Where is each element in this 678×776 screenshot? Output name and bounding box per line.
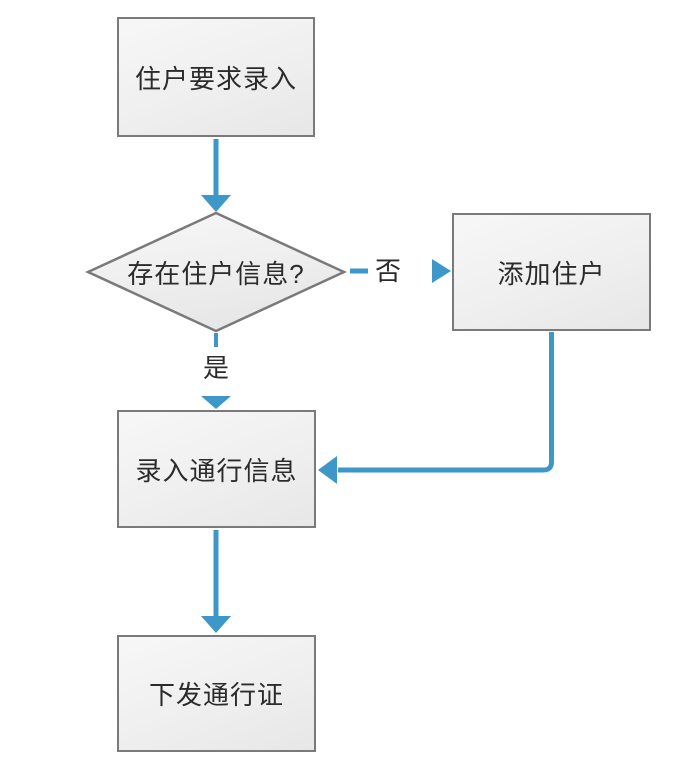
node-add-resident-label: 添加住户: [497, 258, 606, 289]
node-issue-pass: 下发通行证: [117, 635, 316, 752]
node-decision-label: 存在住户信息?: [127, 258, 305, 289]
node-issue-pass-label: 下发通行证: [148, 680, 284, 710]
decision-diamond-shape: [85, 211, 347, 333]
node-enter-pass-info-label: 录入通行信息: [135, 455, 298, 486]
node-decision: 存在住户信息?: [96, 256, 336, 289]
arrowhead-into-enter-top: [201, 396, 231, 409]
arrowhead-into-add: [432, 259, 451, 283]
node-add-resident: 添加住户: [452, 213, 651, 331]
edge-label-no: 否: [368, 256, 408, 286]
node-start: 住户要求录入: [117, 17, 315, 137]
node-enter-pass-info: 录入通行信息: [117, 410, 316, 528]
arrowhead-into-issue: [201, 616, 231, 633]
arrowhead-into-decision: [201, 195, 231, 212]
arrowhead-into-enter-right: [318, 456, 337, 484]
edge-add-to-enter: [338, 332, 554, 473]
node-start-label: 住户要求录入: [134, 63, 297, 94]
edge-label-yes: 是: [196, 353, 236, 383]
